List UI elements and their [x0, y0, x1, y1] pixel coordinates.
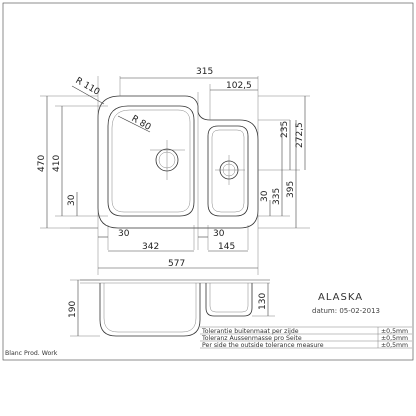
dim-342: 342 — [142, 242, 159, 252]
dim-r80: R 80 — [130, 114, 153, 133]
dim-315: 315 — [196, 67, 213, 77]
drawing-frame — [2, 2, 414, 361]
dim-130: 130 — [258, 293, 268, 310]
dim-235: 235 — [280, 121, 290, 138]
title-block: ALASKA datum: 05-02-2013 Tolerantie buit… — [200, 292, 412, 349]
dim-272-5: 272,5 — [295, 122, 305, 148]
side-view-large-bowl — [99, 283, 201, 337]
dim-30-left: 30 — [67, 194, 77, 206]
top-view — [97, 95, 259, 229]
dim-470: 470 — [37, 155, 47, 172]
tolerance-value-en: ±0,5mm — [381, 342, 408, 349]
dim-410: 410 — [52, 155, 62, 172]
side-view — [70, 279, 275, 337]
dim-577: 577 — [168, 259, 185, 269]
tolerance-label-nl: Tolerantie buitenmaat per zijde — [201, 328, 299, 335]
dim-190: 190 — [68, 301, 78, 318]
dim-30-bottom-mid: 30 — [213, 229, 225, 239]
dim-102-5: 102,5 — [226, 81, 252, 91]
dim-30-small: 30 — [260, 190, 270, 202]
dim-335: 335 — [272, 188, 282, 205]
dim-395: 395 — [286, 181, 296, 198]
drawing-title: ALASKA — [318, 292, 363, 303]
large-bowl-inner — [111, 109, 191, 213]
tolerance-label-de: Toleranz Aussenmasse pro Seite — [201, 335, 302, 342]
side-view-small-bowl — [205, 283, 253, 317]
dim-145: 145 — [218, 242, 235, 252]
tolerance-value-nl: ±0,5mm — [381, 328, 408, 335]
tolerance-value-de: ±0,5mm — [381, 335, 408, 342]
footer-left-label: Blanc Prod. Work — [5, 350, 58, 357]
dim-30-bottom-left: 30 — [118, 229, 130, 239]
small-bowl — [207, 125, 249, 217]
dimension-lines — [40, 76, 310, 275]
drawing-date: datum: 05-02-2013 — [312, 307, 380, 315]
tolerance-label-en: Per side the outside tolerance measure — [202, 342, 324, 349]
large-bowl — [107, 105, 195, 217]
small-bowl-inner — [211, 129, 245, 213]
